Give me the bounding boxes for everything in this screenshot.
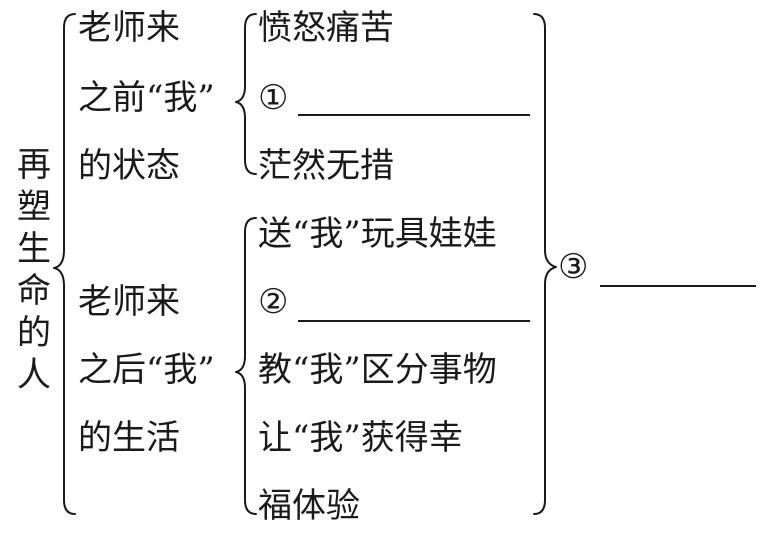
after-label-line-3: 的生活 (78, 418, 180, 458)
diagram-title: 再塑生命的人 (17, 145, 51, 395)
right-brace (533, 13, 557, 515)
summary-marker: ③ (558, 247, 589, 287)
before-item-2-marker: ① (258, 78, 289, 118)
after-brace (235, 217, 257, 515)
after-item-3: 教“我”区分事物 (258, 350, 497, 390)
after-item-1: 送“我”玩具娃娃 (258, 214, 497, 254)
blank-2[interactable] (298, 320, 530, 322)
before-label-line-3: 的状态 (78, 146, 180, 186)
after-label-line-2: 之后“我” (78, 350, 215, 390)
outer-left-brace (53, 13, 76, 515)
before-label-line-2: 之前“我” (78, 78, 215, 118)
blank-3[interactable] (600, 285, 756, 287)
after-item-5: 福体验 (258, 486, 360, 526)
before-brace (235, 13, 257, 175)
after-label-line-1: 老师来 (78, 282, 180, 322)
after-item-4: 让“我”获得幸 (258, 418, 463, 458)
before-label-line-1: 老师来 (78, 8, 180, 48)
after-item-2-marker: ② (258, 282, 289, 322)
blank-1[interactable] (298, 114, 530, 116)
before-item-1: 愤怒痛苦 (258, 8, 394, 48)
before-item-3: 茫然无措 (258, 146, 394, 186)
